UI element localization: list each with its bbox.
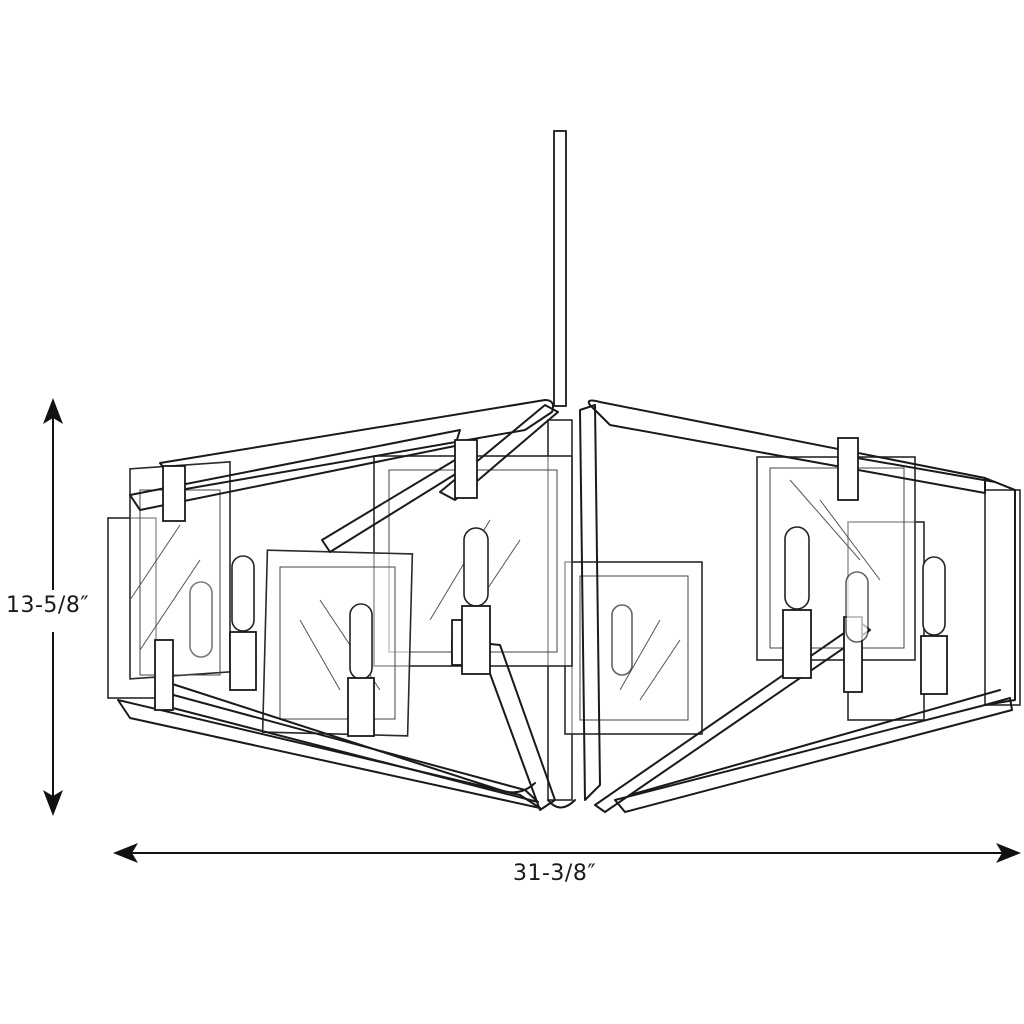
candle-bulbs <box>189 526 948 737</box>
height-dimension-arrow <box>43 398 63 816</box>
frame-arms <box>117 399 1016 813</box>
width-dimension-arrow <box>113 843 1021 863</box>
height-dimension-label: 13-5/8″ <box>6 593 90 619</box>
width-dimension-label: 31-3/8″ <box>513 861 597 886</box>
